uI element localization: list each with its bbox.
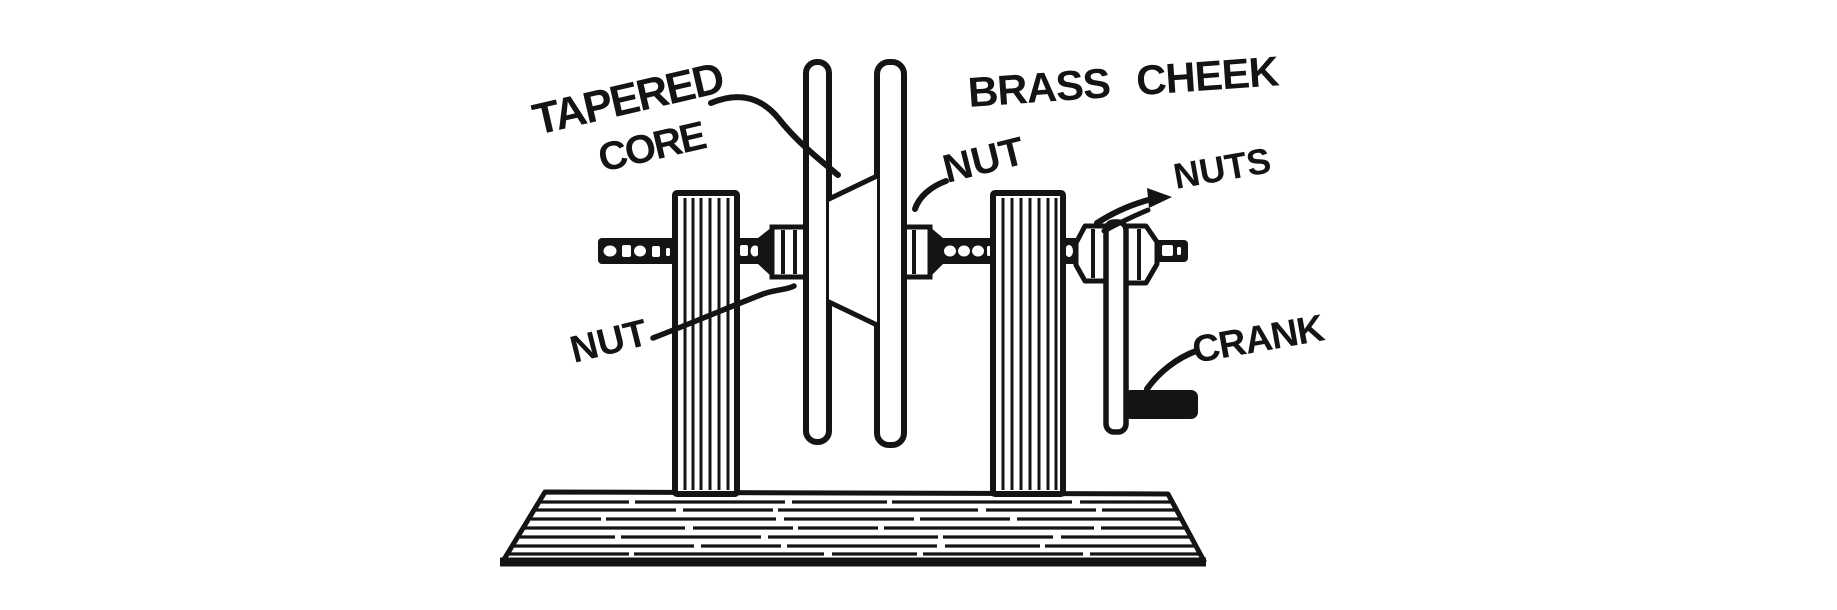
nut-upper-leader-line (912, 178, 949, 212)
crank-arm (1103, 219, 1129, 435)
left-upright-outline (672, 190, 740, 497)
brass-cheek-right-disc (874, 59, 907, 448)
tapered-core-bottom-edge (826, 299, 880, 328)
label-nuts: NUTS (1170, 139, 1274, 196)
left-upright-hatching (683, 198, 730, 490)
left-upright-post (672, 190, 740, 497)
base-board (500, 489, 1207, 567)
right-clamp-nut (901, 224, 943, 280)
labels: TAPERED CORE BRASS CHEEK NUT NUTS NUT CR… (528, 47, 1328, 371)
nut-lower-leader-line (650, 283, 797, 341)
tapered-core-face (829, 176, 877, 325)
nuts-arrowhead (1147, 188, 1172, 208)
leader-lines (650, 94, 1199, 392)
right-nut-body (901, 224, 933, 280)
crank-handle (1124, 390, 1198, 419)
tapered-core-leader-line (708, 94, 841, 178)
label-nut-lower: NUT (566, 312, 652, 372)
right-upright-hatching (1001, 198, 1058, 490)
tapered-core (826, 173, 880, 328)
brass-cheek-left-disc (803, 59, 832, 445)
left-nut-body (769, 224, 809, 280)
tapered-core-top-edge (826, 173, 880, 202)
crank (1103, 219, 1198, 435)
left-clamp-nut (758, 224, 809, 280)
left-nut-taper (758, 227, 772, 277)
label-crank: CRANK (1189, 307, 1328, 372)
label-nut-upper: NUT (939, 129, 1029, 192)
crank-leader-line (1144, 348, 1199, 392)
right-nut-taper (930, 227, 943, 277)
right-upright-post (990, 190, 1066, 497)
base-wood-grain (509, 500, 1200, 556)
nuts-arrow (1094, 188, 1172, 234)
label-brass-cheek: BRASS CHEEK (966, 47, 1280, 116)
